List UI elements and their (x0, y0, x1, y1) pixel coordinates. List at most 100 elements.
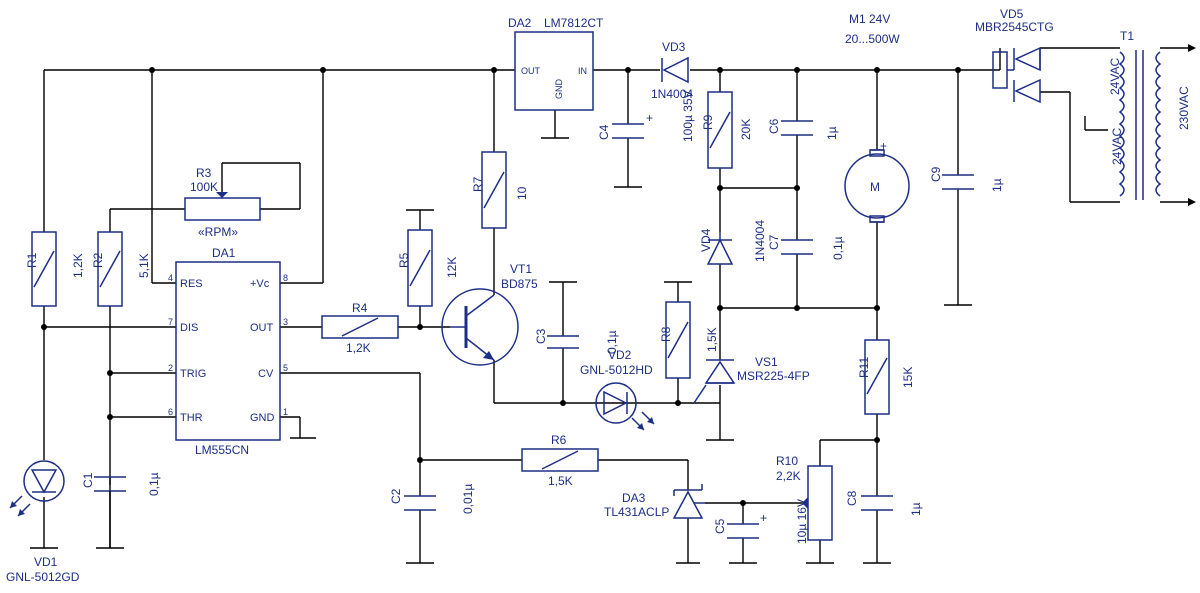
svg-text:VD3: VD3 (662, 40, 686, 54)
svg-text:20K: 20K (739, 119, 753, 140)
svg-text:C5: C5 (713, 518, 727, 534)
svg-text:C3: C3 (534, 328, 548, 344)
svg-text:R2: R2 (91, 252, 105, 268)
svg-text:C9: C9 (929, 166, 943, 182)
svg-text:12K: 12K (445, 257, 459, 278)
svg-text:THR: THR (180, 412, 203, 424)
svg-text:+: + (760, 511, 767, 525)
svg-text:+Vc: +Vc (250, 278, 270, 290)
svg-text:C7: C7 (767, 234, 781, 250)
svg-text:MSR225-4FP: MSR225-4FP (737, 369, 810, 383)
svg-text:15K: 15K (901, 367, 915, 388)
resistor-r5: R5 12K (397, 229, 459, 307)
svg-text:GNL-5012HD: GNL-5012HD (580, 363, 653, 377)
led-vd2: VD2 GNL-5012HD (580, 348, 655, 431)
svg-text:C1: C1 (81, 472, 95, 488)
svg-text:1: 1 (283, 407, 288, 417)
svg-text:C8: C8 (845, 490, 859, 506)
svg-text:3: 3 (283, 317, 288, 327)
svg-text:24VAC: 24VAC (1108, 58, 1122, 95)
junctions (41, 67, 961, 506)
capacitor-c7: C7 0,1µ (767, 234, 845, 260)
svg-text:10µ 16V: 10µ 16V (795, 499, 809, 544)
svg-text:0,1µ: 0,1µ (831, 236, 845, 260)
svg-text:CV: CV (258, 368, 274, 380)
svg-text:R1: R1 (25, 252, 39, 268)
shunt-regulator-da3: DA3 TL431ACLP (604, 484, 705, 519)
diode-vd4: VD4 1N4004 (699, 220, 767, 265)
resistor-r2: R2 5,1K (91, 231, 151, 307)
svg-text:TL431ACLP: TL431ACLP (604, 505, 669, 519)
svg-text:24VAC: 24VAC (1110, 128, 1124, 165)
svg-text:RES: RES (180, 278, 203, 290)
svg-text:«RPM»: «RPM» (198, 225, 238, 239)
svg-text:M1 24V: M1 24V (849, 12, 890, 26)
svg-text:8: 8 (283, 273, 288, 283)
svg-text:100K: 100K (190, 180, 218, 194)
svg-text:1µ: 1µ (825, 126, 839, 140)
led-vd1: VD1 GNL-5012GD (6, 460, 80, 584)
svg-text:TRIG: TRIG (180, 368, 206, 380)
capacitor-c6: C6 1µ (767, 118, 839, 140)
svg-text:100µ 35V: 100µ 35V (681, 90, 695, 142)
svg-text:VT1: VT1 (510, 262, 532, 276)
capacitor-c2: C2 0,01µ (389, 484, 475, 514)
svg-text:VD1: VD1 (34, 555, 58, 569)
svg-text:MBR2545CTG: MBR2545CTG (975, 20, 1054, 34)
svg-text:2: 2 (168, 363, 173, 373)
capacitor-c9: C9 1µ (929, 166, 1004, 192)
capacitor-c3: C3 0,1µ (534, 328, 619, 354)
capacitor-c4: + C4 100µ 35V (597, 90, 695, 142)
potentiometer-r10: R10 2,2K (776, 454, 833, 541)
svg-text:1µ: 1µ (990, 178, 1004, 192)
transistor-vt1: VT1 BD875 (441, 262, 538, 366)
svg-text:10: 10 (515, 186, 529, 200)
timer-da1: DA1 LM555CN RES 4 DIS 7 TRIG 2 THR 6 +Vc… (168, 246, 288, 457)
svg-text:4: 4 (168, 273, 173, 283)
svg-text:R10: R10 (776, 454, 798, 468)
svg-text:0,1µ: 0,1µ (605, 330, 619, 354)
svg-text:5,1K: 5,1K (137, 253, 151, 278)
svg-text:M: M (870, 180, 880, 194)
svg-text:7: 7 (168, 317, 173, 327)
svg-text:LM7812CT: LM7812CT (544, 16, 604, 30)
svg-text:C4: C4 (597, 124, 611, 140)
diode-vd5: VD5 MBR2545CTG (975, 7, 1054, 104)
svg-text:20...500W: 20...500W (845, 32, 900, 46)
svg-text:1,2K: 1,2K (71, 253, 85, 278)
svg-text:VS1: VS1 (755, 355, 778, 369)
svg-text:1N4004: 1N4004 (651, 87, 693, 101)
svg-text:6: 6 (168, 407, 173, 417)
svg-text:DIS: DIS (180, 322, 198, 334)
regulator-da2: DA2 LM7812CT OUT IN GND (508, 16, 604, 111)
svg-text:R3: R3 (196, 166, 212, 180)
svg-text:1,5K: 1,5K (548, 474, 573, 488)
svg-text:C2: C2 (389, 488, 403, 504)
svg-text:2,2K: 2,2K (776, 469, 801, 483)
svg-text:1,2K: 1,2K (346, 341, 371, 355)
svg-text:VD5: VD5 (1000, 7, 1024, 21)
svg-text:OUT: OUT (250, 322, 274, 334)
svg-text:R7: R7 (471, 176, 485, 192)
potentiometer-r3: R3 100K «RPM» (184, 166, 261, 239)
svg-text:VD2: VD2 (608, 348, 632, 362)
svg-text:5: 5 (283, 363, 288, 373)
resistor-r4: R4 1,2K (321, 301, 399, 355)
mains-arrows (1188, 44, 1196, 206)
resistor-r9: R9 20K (701, 91, 753, 169)
resistor-r6: R6 1,5K (521, 433, 599, 488)
svg-text:R9: R9 (701, 114, 715, 130)
svg-text:LM555CN: LM555CN (195, 443, 249, 457)
svg-text:0,1µ: 0,1µ (147, 472, 161, 496)
resistor-r11: R11 15K (857, 339, 915, 415)
svg-text:OUT: OUT (521, 66, 541, 76)
svg-text:GNL-5012GD: GNL-5012GD (6, 570, 80, 584)
triac-vs1: VS1 MSR225-4FP (693, 355, 810, 404)
svg-text:R5: R5 (397, 252, 411, 268)
svg-text:BD875: BD875 (501, 277, 538, 291)
capacitor-c1: C1 0,1µ (81, 472, 161, 548)
capacitor-c5: + C5 10µ 16V (713, 499, 809, 544)
capacitor-c8: C8 1µ (845, 490, 923, 516)
svg-text:DA3: DA3 (622, 491, 646, 505)
